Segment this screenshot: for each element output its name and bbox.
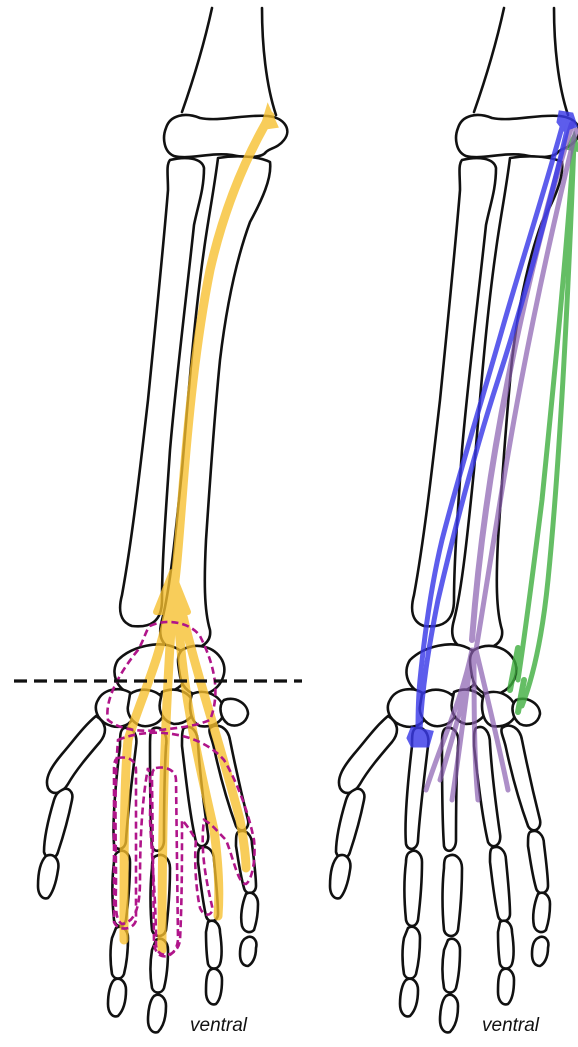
right-panel: ventral xyxy=(330,8,578,1036)
left-panel: ventral xyxy=(14,8,302,1036)
right-view-label: ventral xyxy=(482,1015,540,1036)
left-view-label: ventral xyxy=(190,1015,248,1036)
